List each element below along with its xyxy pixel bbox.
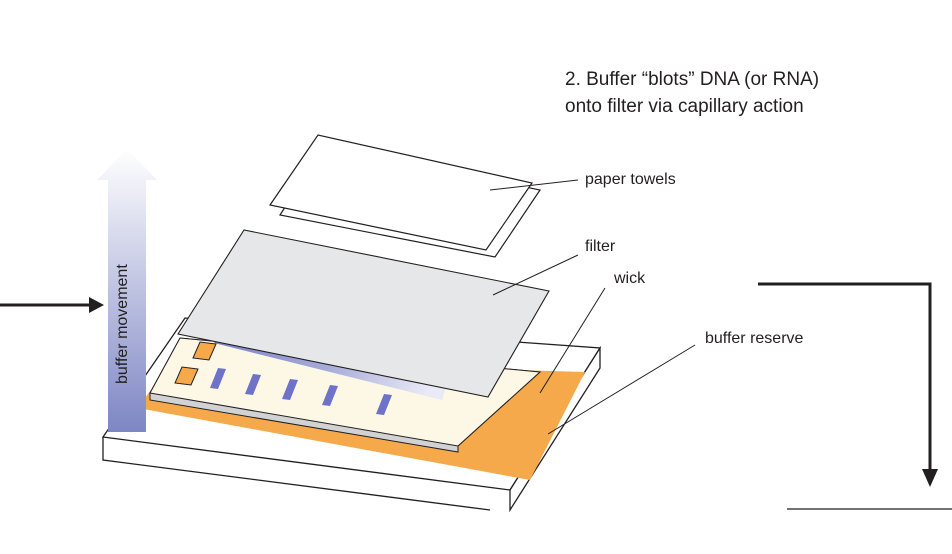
gel-well-1	[192, 341, 217, 361]
label-buffer-reserve: buffer reserve	[705, 330, 804, 347]
leader-lines	[489, 179, 696, 435]
paper-towel-upper	[268, 134, 533, 251]
dna-band-3	[282, 379, 298, 400]
dna-band-5	[376, 394, 392, 415]
label-wick: wick	[614, 270, 646, 287]
caption-line-1: 2. Buffer “blots” DNA (or RNA)	[565, 69, 820, 90]
dna-band-1	[210, 368, 226, 389]
dna-band-4	[322, 385, 338, 406]
label-buffer-movement: buffer movement	[114, 264, 131, 384]
dna-band-2	[245, 374, 261, 395]
filter-sheet	[177, 229, 550, 398]
leader-buffer-reserve	[547, 344, 696, 435]
gel-well-2	[174, 366, 199, 386]
label-paper-towels: paper towels	[585, 171, 676, 188]
leader-paper-towels	[489, 179, 579, 191]
arrow-up-icon	[97, 149, 157, 432]
arrow-down-icon	[758, 282, 938, 487]
leader-filter	[492, 254, 579, 296]
caption-line-2: onto filter via capillary action	[565, 96, 804, 117]
tray-front-face	[102, 437, 491, 511]
paper-towel-stack	[268, 134, 541, 258]
step-caption: 2. Buffer “blots” DNA (or RNA) onto filt…	[565, 66, 819, 120]
label-filter: filter	[585, 238, 616, 255]
leader-wick	[539, 287, 606, 394]
arrow-right-icon	[0, 297, 104, 313]
